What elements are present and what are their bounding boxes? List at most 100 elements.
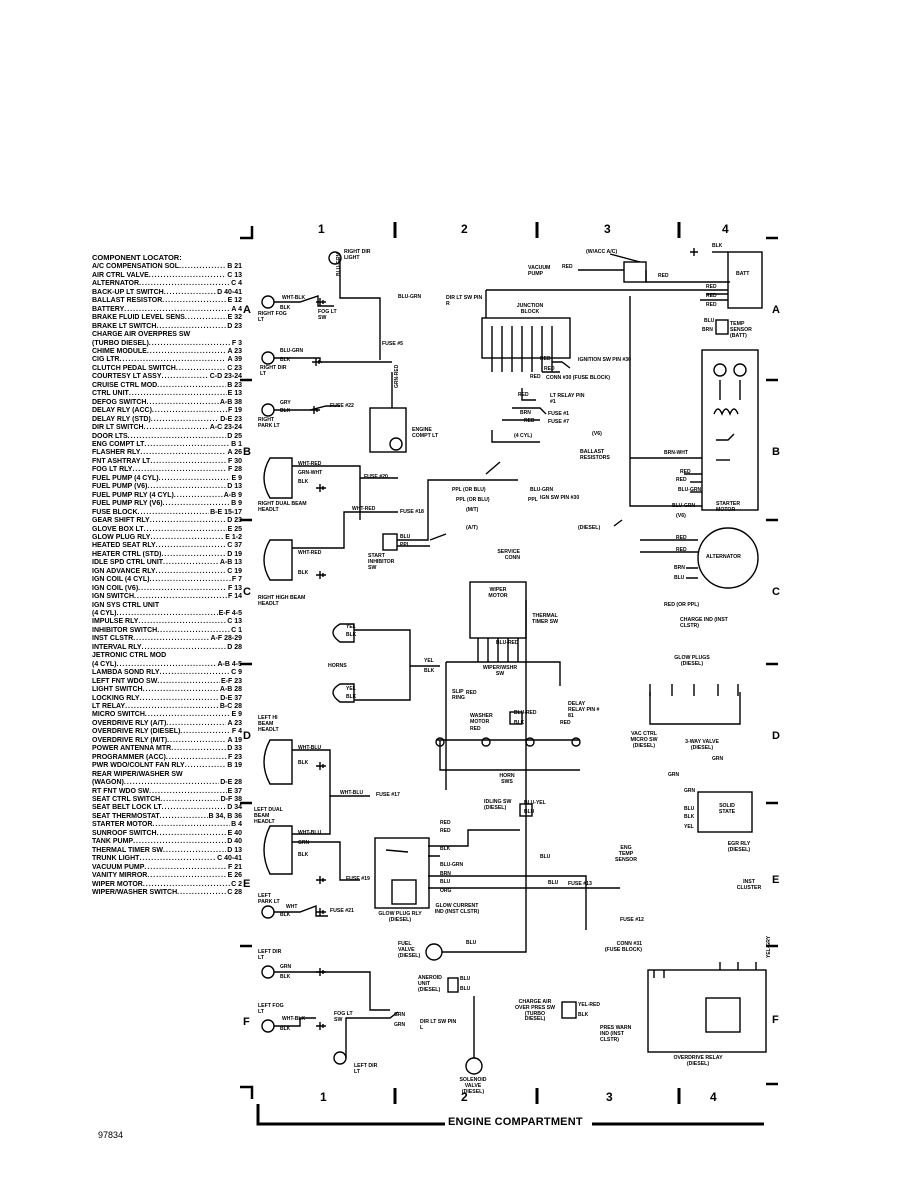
locator-item-name: IMPULSE RLY xyxy=(92,618,139,626)
label-engine-compt-lt: ENGINE COMPT LT xyxy=(412,427,439,439)
label-at: (A/T) xyxy=(466,525,478,531)
wire-grn-wht: GRN-WHT xyxy=(298,470,323,476)
locator-item-name: INTERVAL RLY xyxy=(92,643,142,651)
wire-blk-2: BLK xyxy=(280,357,291,363)
grid-col-4-top: 4 xyxy=(722,222,729,236)
locator-item: CRUISE CTRL MODB 23 xyxy=(92,382,242,390)
wire-blk-1: BLK xyxy=(280,305,291,311)
locator-item: LEFT FNT WDO SWE-F 23 xyxy=(92,678,242,686)
locator-item: FNT ASHTRAY LTF 30 xyxy=(92,458,242,466)
wire-blk-16: BLK xyxy=(684,814,695,820)
grid-row-a-left: A xyxy=(243,304,251,316)
label-ign-sw-pin30: IGN SW PIN #30 xyxy=(540,495,580,501)
wire-blu: BLU xyxy=(704,318,715,324)
locator-item: IMPULSE RLYC 13 xyxy=(92,618,242,626)
wire-blk-18: BLK xyxy=(578,1012,589,1018)
locator-item-ref: B 4 xyxy=(231,821,242,829)
wire-wht-blu-2: WHT-BLU xyxy=(340,790,364,796)
label-conn-31: CONN #31 (FUSE BLOCK) xyxy=(604,941,642,953)
locator-item: BATTERYA 4 xyxy=(92,306,242,314)
wire-grn-4: GRN xyxy=(394,1022,406,1028)
label-ballast-resistors: BALLAST RESISTORS xyxy=(580,449,610,461)
label-horn-sws: HORN SWS xyxy=(499,773,515,785)
locator-item-ref: B 1 xyxy=(231,440,242,448)
locator-item: (4 CYL)A-B 4-5 xyxy=(92,661,242,669)
locator-item-name: DOOR LTS xyxy=(92,432,128,440)
locator-item-name: FLASHER RLY xyxy=(92,449,141,457)
locator-item-name: ENG COMPT LT xyxy=(92,440,145,448)
locator-item: SEAT BELT LOCK LTD 34 xyxy=(92,804,242,812)
grid-row-a-right: A xyxy=(772,304,780,316)
locator-item-ref: A-B 38 xyxy=(219,398,242,406)
locator-item: CIG LTRA 39 xyxy=(92,356,242,364)
locator-item-ref: F 14 xyxy=(227,593,242,601)
label-thermal-timer: THERMAL TIMER SW xyxy=(532,613,558,625)
locator-item: POWER ANTENNA MTRD 33 xyxy=(92,745,242,753)
label-charge-air: CHARGE AIR OVER PRES SW (TURBO DIESEL) xyxy=(514,999,556,1023)
label-acc-ac: (W/ACC A/C) xyxy=(586,249,618,255)
wire-brn-1: BRN xyxy=(702,327,713,333)
locator-item: FUEL PUMP RLY (4 CYL)A-B 9 xyxy=(92,492,242,500)
wire-blk-8: BLK xyxy=(424,668,435,674)
locator-item: FOG LT RLYF 28 xyxy=(92,466,242,474)
locator-item-ref: C 19 xyxy=(227,567,242,575)
locator-item-name: IGN ADVANCE RLY xyxy=(92,567,156,575)
frame-corner-tl xyxy=(240,226,254,240)
locator-item-name: BATTERY xyxy=(92,305,125,313)
locator-item: BRAKE FLUID LEVEL SENSE 32 xyxy=(92,314,242,322)
wire-wht-red-1: WHT-RED xyxy=(298,461,322,467)
wire-blu-11: BLU xyxy=(460,986,471,992)
locator-item-name: BRAKE LT SWITCH xyxy=(92,322,157,330)
locator-item: LOCKING RLYD-E 37 xyxy=(92,695,242,703)
locator-item-name: (4 CYL) xyxy=(92,610,117,618)
locator-item: OVERDRIVE RLY (DIESEL)F 4 xyxy=(92,728,242,736)
locator-item: CTRL UNITE 13 xyxy=(92,390,242,398)
label-fuse-18: FUSE #18 xyxy=(400,509,424,515)
wire-red-8: RED xyxy=(530,374,541,380)
locator-item: BALLAST RESISTORE 12 xyxy=(92,297,242,305)
wire-blk-3: BLK xyxy=(280,408,291,414)
wire-red-13: RED xyxy=(676,535,687,541)
locator-item-ref: C 4 xyxy=(231,280,242,288)
label-idling-sw: IDLING SW (DIESEL) xyxy=(484,799,512,811)
label-fuse-12: FUSE #12 xyxy=(620,917,644,923)
locator-item-name: INHIBITOR SWITCH xyxy=(92,626,158,634)
wire-blu-grn-5: BLU-GRN xyxy=(672,503,696,509)
label-fuse-5: FUSE #5 xyxy=(382,341,404,347)
label-alternator: ALTERNATOR xyxy=(706,554,741,560)
locator-item: A/C COMPENSATION SOLB 21 xyxy=(92,263,242,271)
wire-red-15: RED xyxy=(466,690,477,696)
locator-item: ALTERNATORC 4 xyxy=(92,280,242,288)
wire-wht-red-3: WHT-RED xyxy=(298,550,322,556)
locator-item-name: LOCKING RLY xyxy=(92,694,140,702)
locator-item-ref: D 13 xyxy=(227,846,242,854)
locator-item-name: SEAT BELT LOCK LT xyxy=(92,804,162,812)
locator-item-name: SEAT CTRL SWITCH xyxy=(92,796,161,803)
wire-grn-2: GRN xyxy=(280,964,292,970)
wire-blu-8: BLU xyxy=(548,880,559,886)
locator-item-ref: A-B 13 xyxy=(219,559,242,567)
locator-item-ref: A 39 xyxy=(227,356,242,364)
wire-wht-blk-1: WHT-BLK xyxy=(282,295,306,301)
wire-blu-2: BLU xyxy=(400,534,411,540)
locator-item: VACUUM PUMPF 21 xyxy=(92,864,242,872)
wire-blk-12: BLK xyxy=(280,974,291,980)
page-id: 97834 xyxy=(98,1130,124,1140)
locator-item-ref: E-F 23 xyxy=(220,677,242,685)
label-temp-sensor: TEMP SENSOR (BATT) xyxy=(730,321,752,339)
locator-item-ref: D 28 xyxy=(227,643,242,651)
locator-item-name: DIR LT SWITCH xyxy=(92,424,144,432)
ground-symbols xyxy=(310,298,326,1030)
label-fuse-20: FUSE #20 xyxy=(364,474,388,480)
label-conn-30: CONN #30 (FUSE BLOCK) xyxy=(546,375,610,381)
locator-item-ref: A-B 4-5 xyxy=(217,660,242,668)
label-inst-cluster: INST CLUSTER xyxy=(736,879,762,891)
wire-grn-7: GRN xyxy=(684,788,696,794)
locator-item-name: SUNROOF SWITCH xyxy=(92,829,157,837)
locator-item-ref: D 19 xyxy=(227,550,242,558)
locator-item: INHIBITOR SWITCHC 1 xyxy=(92,627,242,635)
locator-item-ref: F 7 xyxy=(231,576,242,584)
label-dir-lt-sw-pin-r: DIR LT SW PIN R xyxy=(446,295,483,307)
footer-title: ENGINE COMPARTMENT xyxy=(448,1116,583,1128)
wire-org: ORG xyxy=(440,888,452,894)
